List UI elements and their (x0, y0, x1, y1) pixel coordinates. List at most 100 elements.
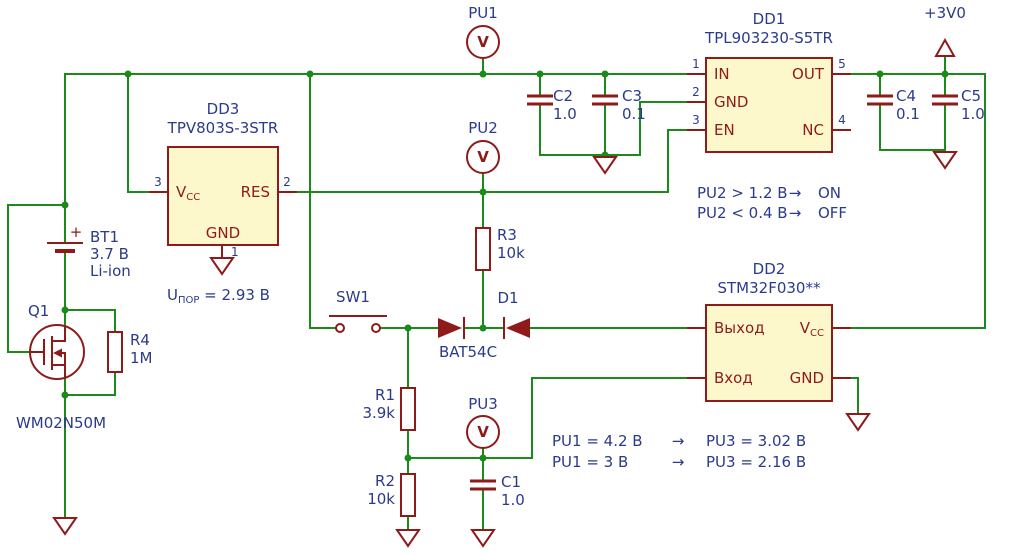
ground-symbols (52, 151, 958, 548)
pin-number: 2 (692, 85, 700, 99)
capacitor-c4: C4 0.1 (867, 87, 920, 123)
resistor-r1: R1 3.9k (362, 386, 416, 431)
wire-c4-c5-gnd (879, 73, 946, 151)
pin-label-vcc: VCC (176, 183, 200, 203)
ground-icon (932, 151, 958, 170)
power-flag-3v0: +3V0 (924, 4, 966, 57)
pin-label-en: EN (714, 121, 735, 139)
ground-icon (395, 529, 421, 548)
power-rail-label: +3V0 (924, 4, 966, 22)
capacitor-value: 0.1 (622, 105, 646, 123)
wire-gate-loop (7, 204, 66, 353)
pin-label-vcc: VCC (800, 319, 824, 339)
ic-pin-stubs (149, 73, 851, 379)
voltmeter-pu2: V PU2 (466, 119, 500, 174)
resistor-r4: R4 1M (107, 331, 153, 373)
transfer-input: PU1 = 3 В (552, 453, 628, 471)
resistor-value: 10k (367, 490, 395, 508)
junction-dot (876, 70, 884, 78)
battery-bt1: + BT1 3.7 В Li-ion (47, 223, 131, 280)
wire-divider-to-input (407, 377, 689, 459)
pin-label-gnd: GND (714, 93, 748, 111)
pin-label-vcc-main: V (800, 319, 811, 337)
ground-icon (209, 257, 235, 276)
junction-dot (941, 70, 949, 78)
junction-dot (404, 454, 412, 462)
capacitor-value: 0.1 (896, 105, 920, 123)
voltmeter-pu1: V PU1 (466, 4, 500, 59)
diode-part: BAT54C (439, 343, 497, 361)
diode-triangle-left (438, 318, 462, 338)
voltmeter-ref: PU1 (468, 4, 498, 22)
junction-dot (404, 324, 412, 332)
resistor-r3: R3 10k (475, 226, 525, 271)
switch-ref: SW1 (336, 288, 370, 306)
capacitor-c1: C1 1.0 (470, 473, 525, 509)
pin-label-vcc-sub: CC (810, 328, 824, 339)
pin-number: 1 (231, 245, 239, 259)
capacitor-value: 1.0 (961, 105, 985, 123)
pin-number: 5 (838, 57, 846, 71)
voltmeter-symbol: V (477, 33, 489, 51)
junction-dot (61, 391, 69, 399)
mosfet-ref: Q1 (28, 302, 49, 320)
junction-dot (479, 324, 487, 332)
mosfet-arrow-icon (53, 348, 62, 358)
mosfet-part: WM02N50M (16, 414, 106, 432)
battery-ref: BT1 (90, 228, 119, 246)
voltmeter-body (466, 140, 500, 174)
mosfet-q1: Q1 WM02N50M (16, 302, 106, 432)
resistor-value: 3.9k (362, 404, 395, 422)
resistor-body (400, 473, 416, 517)
arrow-icon: → (672, 453, 685, 471)
ic-ref: DD2 (753, 260, 786, 278)
enable-annotations: PU2 > 1.2 В → ON PU2 < 0.4 В → OFF (697, 184, 847, 222)
transfer-annotations: PU1 = 4.2 В → PU3 = 3.02 В PU1 = 3 В → P… (552, 432, 806, 471)
ic-body (705, 304, 833, 402)
pin-number: 2 (283, 175, 291, 189)
capacitor-plates (932, 94, 958, 106)
ic-part: TPL903230-S5TR (704, 29, 833, 47)
transfer-output: PU3 = 2.16 В (706, 453, 806, 471)
enable-condition: PU2 > 1.2 В (697, 184, 788, 202)
pin-number: 3 (154, 175, 162, 189)
resistor-value: 1M (130, 349, 153, 367)
wire-sw1-branch (309, 73, 439, 329)
capacitor-plates (867, 94, 893, 106)
enable-condition: PU2 < 0.4 В (697, 204, 788, 222)
resistor-r2: R2 10k (367, 472, 416, 517)
resistor-body (475, 227, 491, 271)
switch-contact (371, 323, 381, 333)
threshold-value: = 2.93 В (199, 286, 270, 304)
capacitor-value: 1.0 (501, 491, 525, 509)
junction-dot (479, 70, 487, 78)
voltmeter-symbol: V (477, 423, 489, 441)
arrow-icon: → (789, 204, 802, 222)
capacitor-ref: C3 (622, 87, 642, 105)
capacitor-plates (470, 479, 496, 491)
pin-label-vcc-main: V (176, 183, 187, 201)
pin-label-in: IN (714, 65, 730, 83)
voltmeter-ref: PU2 (468, 119, 498, 137)
resistor-body (400, 387, 416, 431)
arrow-icon: → (672, 432, 685, 450)
pin-label-gnd: GND (790, 369, 824, 387)
ic-body (705, 57, 833, 153)
arrow-icon: → (789, 184, 802, 202)
voltmeter-body (466, 25, 500, 59)
voltmeter-pu3: V PU3 (466, 395, 500, 449)
junction-dots (61, 70, 949, 462)
enable-state: ON (818, 184, 841, 202)
wire-out-rail (849, 73, 986, 329)
threshold-symbol: U (167, 286, 178, 304)
junction-dot (601, 70, 609, 78)
transfer-input: PU1 = 4.2 В (552, 432, 643, 450)
ic-dd1: DD1 TPL903230-S5TR 1 2 3 5 4 IN GND EN O… (692, 10, 846, 153)
ground-icon (592, 156, 618, 175)
pin-label-input: Вход (714, 369, 753, 387)
threshold-annotation: UПОР = 2.93 В (167, 286, 270, 306)
wire-dd2-gnd (849, 377, 859, 413)
ic-dd2: DD2 STM32F030** Выход Вход VCC GND (705, 260, 833, 402)
